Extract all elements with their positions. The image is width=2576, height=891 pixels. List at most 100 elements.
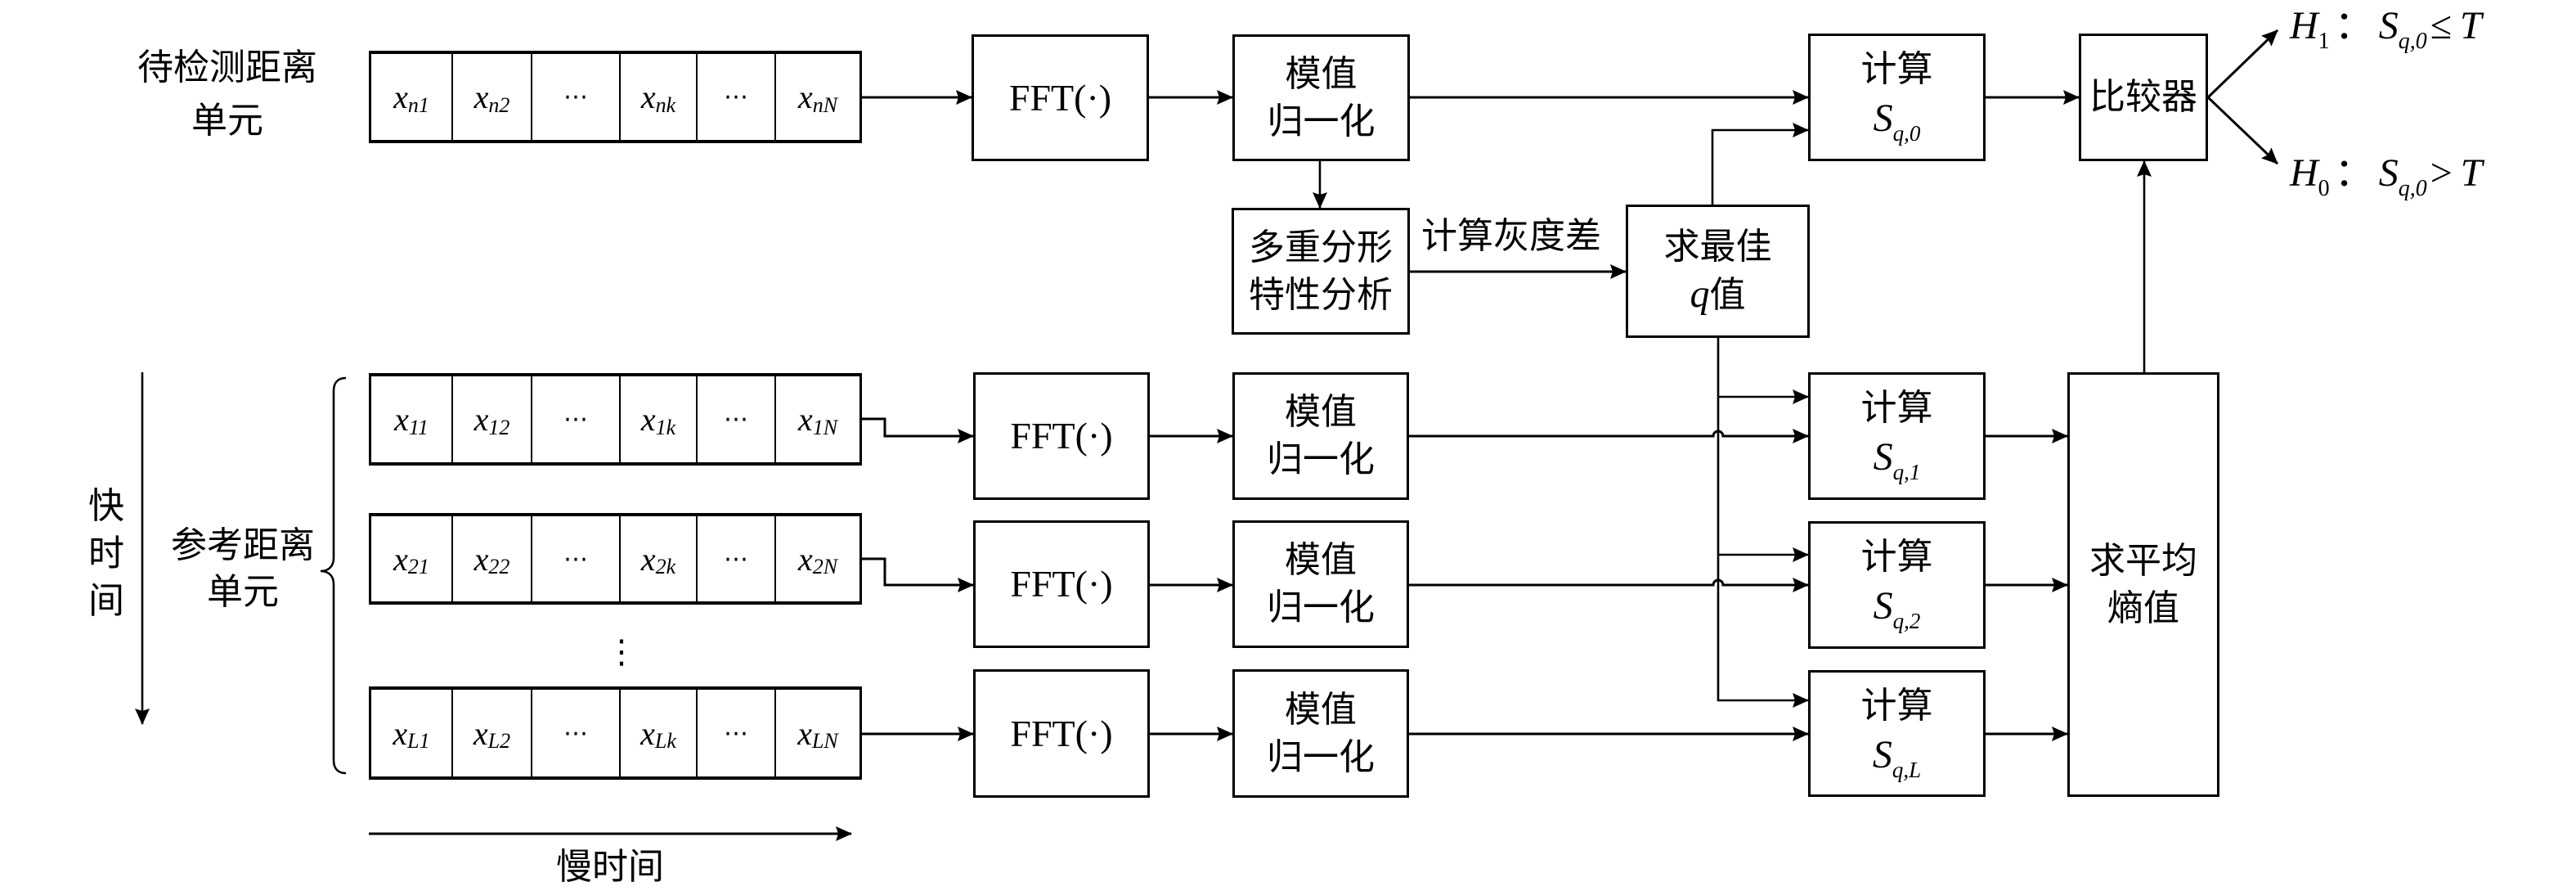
best-q-block: 求最佳 q值	[1626, 205, 1810, 338]
cell-symbol: x	[473, 79, 489, 115]
cell-symbol: x	[797, 714, 812, 752]
average-entropy-label-line1: 求平均	[2089, 539, 2197, 582]
entropy-symbol-subscript: q,1	[1892, 460, 1921, 484]
statistic-subscript: q,0	[2398, 176, 2427, 201]
fft-label: FFT(·)	[1010, 415, 1113, 457]
calc-label: 计算	[1860, 387, 1933, 429]
normalize-label-line2: 归一化	[1267, 736, 1375, 778]
cell-symbol: x	[394, 401, 409, 438]
average-entropy-label-line2: 熵值	[2107, 587, 2179, 629]
reference-cells-label-line1: 参考距离	[171, 524, 315, 566]
comparison-operator: >	[2430, 151, 2453, 195]
array-cell-ellipsis: ⋯	[698, 516, 776, 601]
best-q-label-line1: 求最佳	[1663, 226, 1772, 268]
comparator-label: 比较器	[2089, 76, 2197, 118]
fft-label: FFT(·)	[1008, 76, 1112, 119]
calc-entropy-block-ref-1: 计算 Sq,1	[1808, 372, 1986, 500]
best-q-label-line2: q值	[1690, 271, 1746, 319]
test-cell-label: 待检测距离 单元	[129, 41, 325, 147]
cell-symbol: x	[393, 540, 408, 578]
arrow-ref2-array-to-fft	[862, 557, 974, 592]
best-q-suffix: 值	[1709, 274, 1746, 316]
cell-symbol: x	[473, 714, 488, 752]
cell-symbol: x	[797, 540, 813, 578]
q-variable: q	[1690, 272, 1710, 316]
cell-ellipsis: ⋯	[724, 718, 748, 748]
normalize-label-line2: 归一化	[1267, 587, 1375, 628]
test-cell-label-line1: 待检测距离	[137, 47, 317, 88]
fft-label: FFT(·)	[1010, 563, 1113, 605]
normalize-label-line2: 归一化	[1267, 100, 1376, 142]
statistic-subscript: q,0	[2398, 29, 2427, 54]
array-cell-ellipsis: ⋯	[532, 54, 621, 140]
comparison-operator: ≤	[2430, 4, 2453, 47]
fast-time-label: 快时间	[88, 485, 124, 622]
array-cell-ellipsis: ⋯	[532, 376, 621, 462]
entropy-symbol-base: S	[1873, 97, 1893, 140]
decision-separator: ：	[2334, 2, 2374, 48]
slow-time-label: 慢时间	[556, 846, 664, 888]
decision-h1: H1：Sq,0≤T	[2290, 0, 2482, 58]
fft-label: FFT(·)	[1010, 712, 1113, 754]
cell-symbol: x	[640, 401, 656, 438]
multifractal-label-line2: 特性分析	[1249, 273, 1393, 316]
normalize-label-line1: 模值	[1285, 52, 1358, 95]
cell-symbol: x	[393, 79, 408, 115]
cell-symbol: x	[640, 714, 655, 752]
cell-ellipsis: ⋯	[563, 83, 588, 111]
cell-subscript: n2	[488, 92, 510, 117]
cell-subscript: 2k	[655, 555, 676, 578]
cell-symbol: x	[393, 714, 408, 752]
cell-subscript: L1	[407, 729, 430, 753]
arrow-ref2-normalize-to-calc	[1409, 578, 1809, 592]
multifractal-label-line1: 多重分形	[1249, 226, 1393, 268]
normalize-label-line1: 模值	[1285, 391, 1357, 433]
array-cell-ellipsis: ⋯	[698, 690, 776, 776]
normalize-label-line1: 模值	[1285, 688, 1357, 731]
normalize-block-ref-L: 模值 归一化	[1232, 669, 1409, 798]
cell-subscript: 1N	[812, 415, 838, 439]
cell-ellipsis: ⋯	[724, 544, 748, 574]
array-cell-ellipsis: ⋯	[532, 516, 621, 601]
entropy-symbol-subscript: q,L	[1892, 757, 1922, 782]
normalize-block-ref-2: 模值 归一化	[1232, 520, 1409, 648]
hypothesis-symbol: H	[2290, 4, 2318, 47]
array-cell-ellipsis: ⋯	[532, 690, 621, 776]
calc-label: 计算	[1860, 536, 1933, 578]
test-cell-label-line2: 单元	[191, 100, 263, 142]
calc-entropy-block-ref-2: 计算 Sq,2	[1808, 521, 1986, 649]
fft-block-test: FFT(·)	[972, 34, 1149, 161]
normalize-label-line1: 模值	[1285, 539, 1357, 581]
entropy-symbol: Sq,0	[1874, 93, 1921, 149]
cell-subscript: nk	[655, 92, 676, 117]
hypothesis-subscript: 1	[2318, 29, 2330, 54]
cell-symbol: x	[640, 79, 656, 115]
entropy-symbol-base: S	[1873, 584, 1893, 628]
arrow-ref1-normalize-to-calc	[1409, 429, 1809, 443]
entropy-symbol-subscript: q,0	[1892, 121, 1921, 146]
entropy-symbol: Sq,2	[1874, 581, 1921, 637]
cell-ellipsis: ⋯	[563, 544, 588, 574]
decision-separator: ：	[2334, 150, 2374, 196]
average-entropy-block: 求平均 熵值	[2067, 372, 2219, 797]
cell-subscript: n1	[407, 92, 429, 117]
threshold-symbol: T	[2460, 4, 2482, 47]
entropy-symbol-subscript: q,2	[1892, 609, 1921, 633]
cell-ellipsis: ⋯	[563, 405, 588, 434]
entropy-symbol: Sq,1	[1874, 432, 1921, 488]
reference-cells-label: 参考距离 单元	[155, 522, 330, 615]
cell-ellipsis: ⋯	[563, 718, 588, 748]
